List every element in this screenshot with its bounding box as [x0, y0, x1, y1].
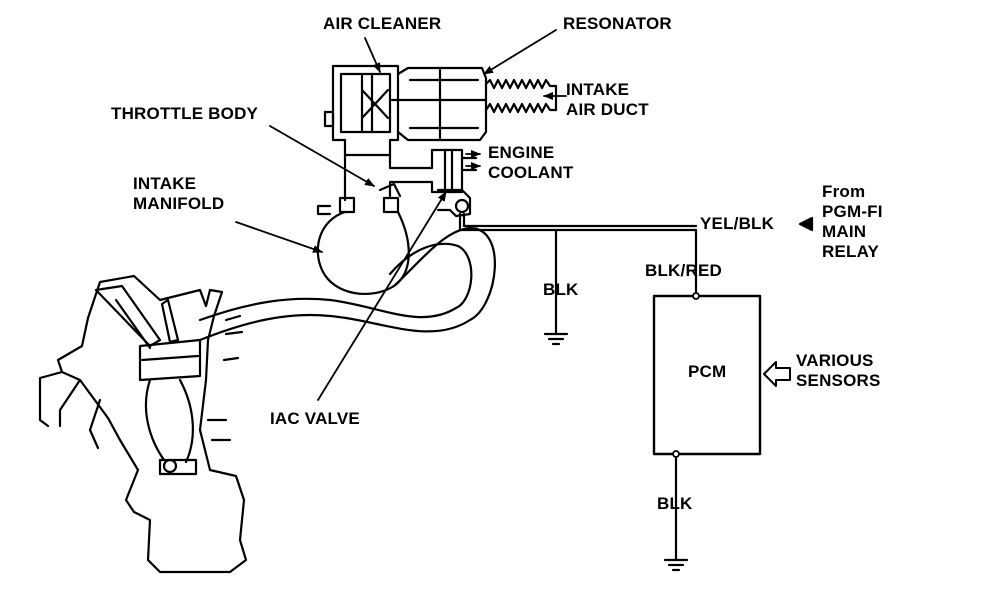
air-cleaner-label: AIR CLEANER — [323, 14, 442, 33]
air-cleaner-shape — [323, 64, 400, 157]
callout-lines — [235, 29, 567, 401]
pgm-fi-main-relay-label: From PGM-FI MAIN RELAY — [822, 182, 883, 261]
engine-coolant-label: ENGINE COOLANT — [488, 143, 574, 182]
blk-ground-label-lower: BLK — [657, 494, 693, 513]
resonator-shape — [396, 66, 488, 142]
throttle-body-label: THROTTLE BODY — [111, 104, 259, 123]
iac-valve-shape — [436, 188, 472, 218]
iac-valve-label: IAC VALVE — [270, 409, 360, 428]
blk-red-wire-label: BLK/RED — [645, 261, 722, 280]
connection-dots — [672, 292, 700, 458]
intake-manifold-shape — [198, 204, 496, 342]
various-sensors-label: VARIOUS SENSORS — [796, 351, 881, 390]
yel-blk-arrow — [798, 216, 814, 232]
throttle-body-shape — [338, 148, 478, 214]
intake-air-duct-shape — [390, 78, 558, 114]
wiring-harness — [458, 212, 698, 562]
various-sensors-arrow — [763, 361, 791, 387]
pcm-label: PCM — [688, 362, 727, 381]
yel-blk-wire-label: YEL/BLK — [700, 214, 775, 233]
intake-manifold-label: INTAKE MANIFOLD — [133, 174, 225, 213]
engine-shape — [38, 274, 248, 574]
resonator-label: RESONATOR — [563, 14, 672, 33]
ground-symbols — [543, 332, 689, 572]
pcm-box — [652, 294, 762, 456]
blk-ground-label-upper: BLK — [543, 280, 579, 299]
intake-air-duct-label: INTAKE AIR DUCT — [566, 80, 649, 119]
